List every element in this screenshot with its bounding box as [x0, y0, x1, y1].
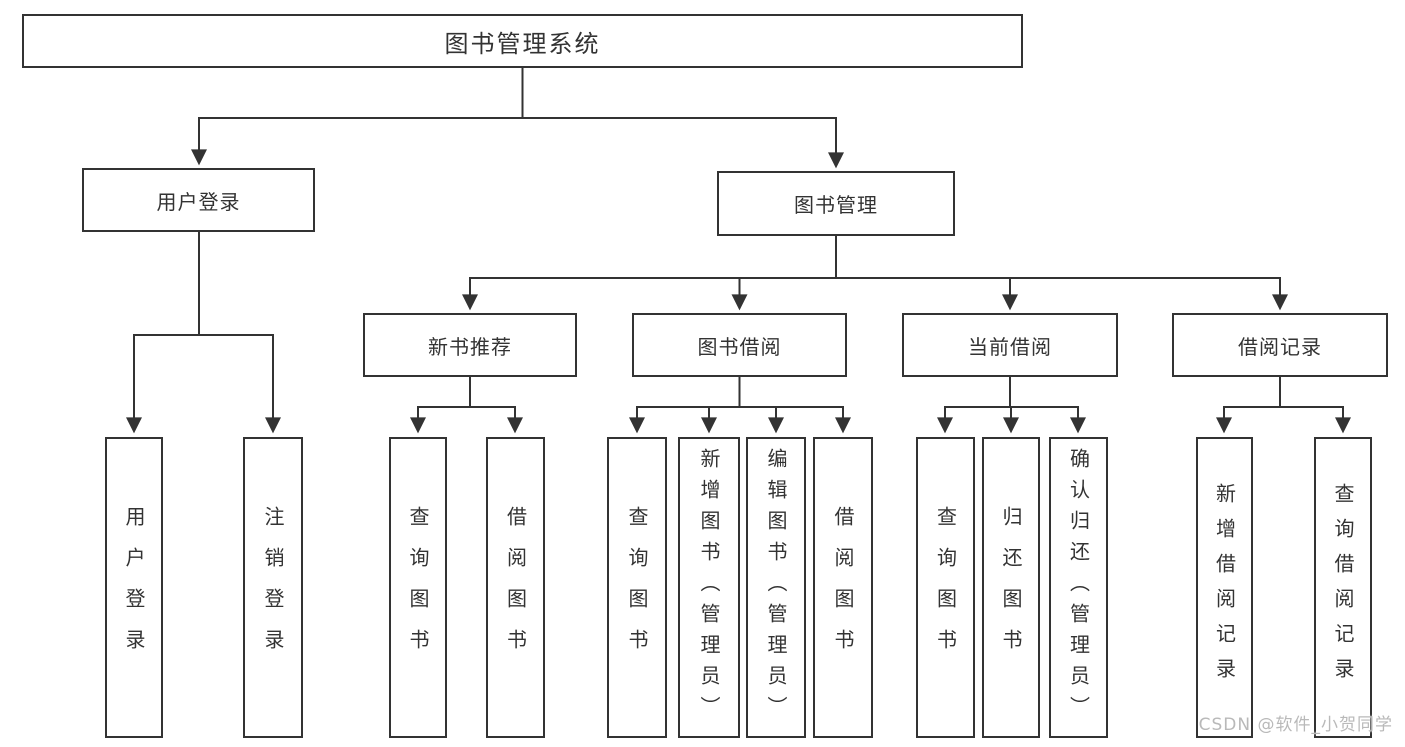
node-new-book-recommend: 新书推荐: [363, 313, 577, 377]
leaf-newbook-borrow: 借阅图书: [486, 437, 545, 738]
leaf-logout-label: 注销登录: [261, 505, 285, 670]
leaf-records-add: 新增借阅记录: [1196, 437, 1253, 738]
leaf-borrow-add-admin: 新增图书（管理员）: [678, 437, 740, 738]
leaf-newbook-query: 查询图书: [389, 437, 447, 738]
node-root-label: 图书管理系统: [444, 29, 601, 58]
leaf-borrow-add-admin-label: 新增图书（管理员）: [697, 448, 721, 727]
node-book-management: 图书管理: [717, 171, 955, 236]
leaf-user-login: 用户登录: [105, 437, 163, 738]
csdn-watermark: CSDN @软件_小贺同学: [1198, 715, 1393, 735]
leaf-borrow-query: 查询图书: [607, 437, 667, 738]
node-user-login-label: 用户登录: [156, 189, 241, 214]
leaf-newbook-query-label: 查询图书: [406, 505, 430, 670]
leaf-records-query: 查询借阅记录: [1314, 437, 1372, 738]
node-root-system: 图书管理系统: [22, 14, 1023, 68]
leaf-borrow-edit-admin-label: 编辑图书（管理员）: [764, 448, 788, 727]
node-current-borrow: 当前借阅: [902, 313, 1118, 377]
leaf-newbook-borrow-label: 借阅图书: [503, 505, 528, 670]
leaf-user-login-label: 用户登录: [122, 505, 146, 670]
node-current-borrow-label: 当前借阅: [968, 334, 1052, 359]
leaf-borrow-book-label: 借阅图书: [831, 505, 855, 670]
leaf-current-query-label: 查询图书: [933, 505, 958, 670]
node-borrow-records-label: 借阅记录: [1238, 334, 1322, 359]
leaf-records-add-label: 新增借阅记录: [1212, 482, 1237, 693]
leaf-current-confirm-admin-label: 确认归还（管理员）: [1066, 448, 1091, 727]
leaf-borrow-query-label: 查询图书: [625, 505, 649, 670]
node-user-login: 用户登录: [82, 168, 315, 232]
leaf-borrow-book: 借阅图书: [813, 437, 873, 738]
node-book-management-label: 图书管理: [794, 193, 878, 217]
leaf-current-return: 归还图书: [982, 437, 1040, 738]
leaf-logout: 注销登录: [243, 437, 303, 738]
node-borrow-records: 借阅记录: [1172, 313, 1388, 377]
leaf-current-return-label: 归还图书: [999, 505, 1023, 670]
leaf-current-query: 查询图书: [916, 437, 975, 738]
node-book-borrow: 图书借阅: [632, 313, 847, 377]
node-new-book-recommend-label: 新书推荐: [428, 334, 512, 359]
leaf-records-query-label: 查询借阅记录: [1331, 482, 1355, 693]
leaf-borrow-edit-admin: 编辑图书（管理员）: [746, 437, 806, 738]
node-book-borrow-label: 图书借阅: [697, 334, 782, 359]
leaf-current-confirm-admin: 确认归还（管理员）: [1049, 437, 1108, 738]
